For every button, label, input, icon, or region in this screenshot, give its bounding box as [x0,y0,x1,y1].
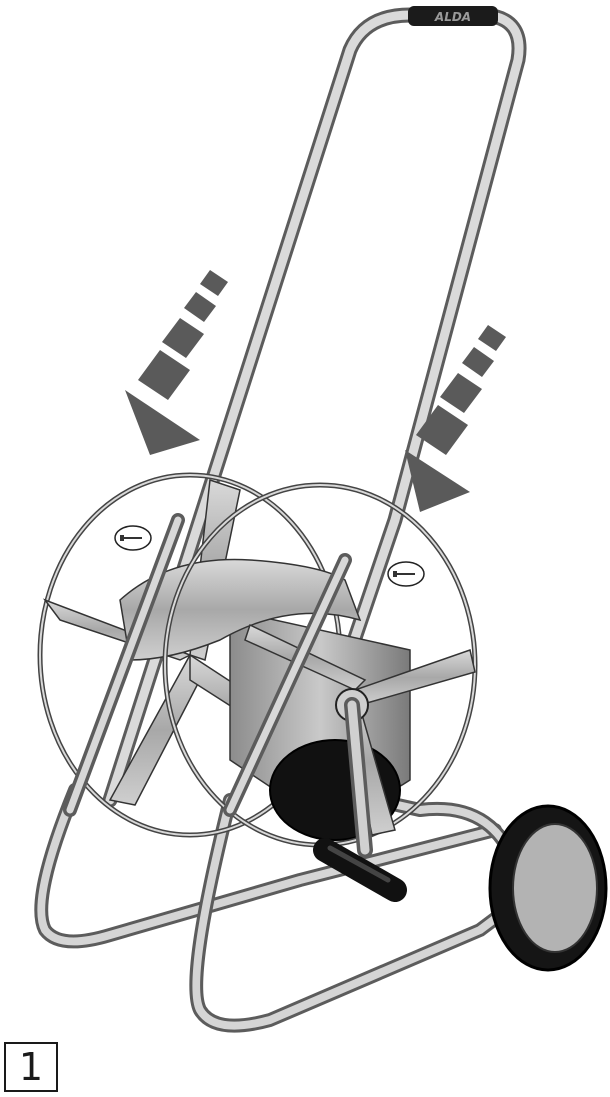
reel-support-tube [63,513,352,817]
crank-assembly [313,688,407,902]
step-number: 1 [18,1045,44,1089]
wheel [488,804,608,972]
step-number-box: 1 [4,1042,58,1092]
screw-callout-icon [114,525,152,551]
down-arrow-icon [405,325,506,512]
down-arrow-icon [125,270,228,455]
handle-grip: ALDA [408,6,498,26]
screw-callout-icon [387,561,425,587]
handle-brand-label: ALDA [434,10,471,24]
base-frame [34,783,527,1033]
